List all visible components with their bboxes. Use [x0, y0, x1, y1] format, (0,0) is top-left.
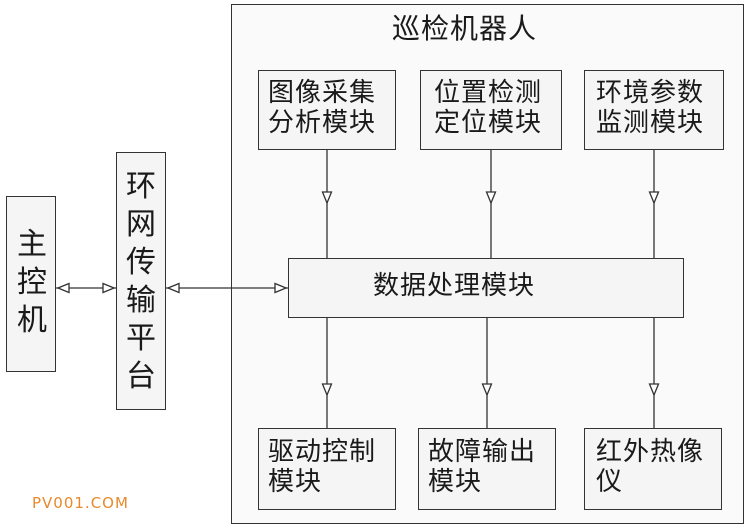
drive-module-label: 驱动控制 模块: [268, 437, 377, 497]
arrowhead: [102, 282, 116, 294]
processing-module-box: [288, 258, 684, 318]
environment-module-box: [584, 70, 724, 150]
arrowhead: [485, 191, 497, 205]
robot-title: 巡检机器人: [392, 12, 538, 45]
fault-module-label: 故障输出 模块: [428, 437, 537, 497]
watermark: PV001.COM: [32, 494, 129, 512]
environment-module-label: 环境参数 监测模块: [596, 78, 705, 138]
arrowhead: [321, 191, 333, 205]
fault-module-box: [418, 428, 556, 510]
arrowhead: [166, 282, 180, 294]
arrowhead: [321, 383, 333, 397]
host-controller-box: [6, 196, 56, 372]
arrowhead: [648, 191, 660, 205]
position-module-box: [420, 70, 562, 150]
arrowhead: [481, 383, 493, 397]
infrared-module-label: 红外热像 仪: [596, 437, 705, 497]
drive-module-box: [258, 428, 396, 510]
image-module-label: 图像采集 分析模块: [268, 78, 377, 138]
arrowhead: [56, 282, 70, 294]
host-controller-label: 主 控 机: [17, 227, 47, 338]
position-module-label: 位置检测 定位模块: [434, 78, 543, 138]
ring-network-label: 环 网 传 输 平 台: [126, 169, 156, 394]
image-module-box: [258, 70, 396, 150]
ring-network-box: [116, 152, 166, 410]
processing-module-label: 数据处理模块: [373, 271, 536, 301]
arrowhead: [274, 282, 288, 294]
infrared-module-box: [584, 428, 722, 510]
arrowhead: [648, 383, 660, 397]
